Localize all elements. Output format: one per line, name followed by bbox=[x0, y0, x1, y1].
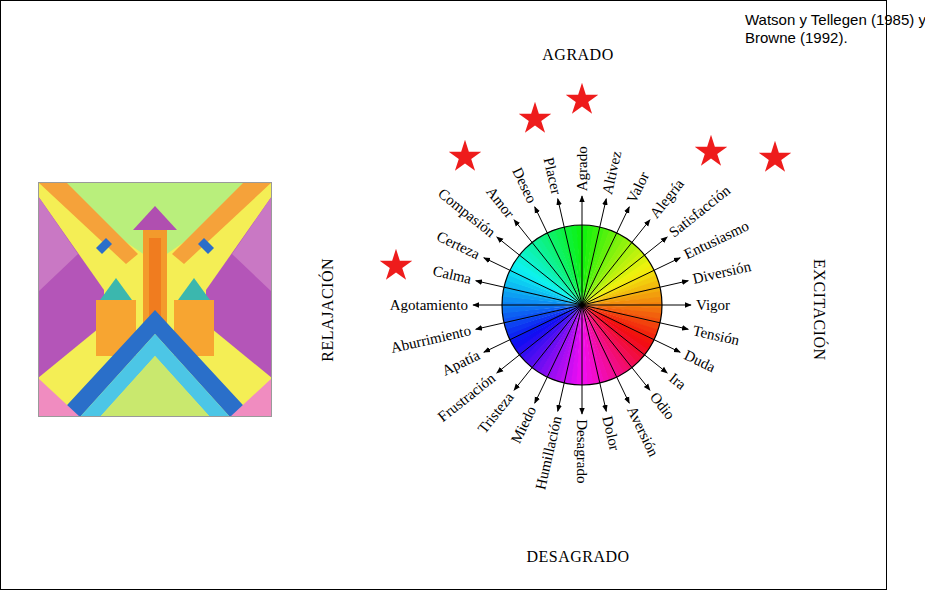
illus-shape bbox=[206, 196, 272, 378]
emotion-arrow bbox=[582, 305, 680, 352]
emotion-arrow bbox=[582, 207, 629, 305]
emotion-label: Valor bbox=[624, 169, 653, 205]
emotion-label: Amor bbox=[483, 183, 518, 221]
emotion-arrow bbox=[582, 305, 606, 411]
emotion-label: Humillación bbox=[532, 414, 565, 491]
emotion-arrow bbox=[484, 305, 582, 352]
red-star bbox=[566, 83, 599, 114]
illus-shape bbox=[80, 334, 230, 417]
red-star bbox=[695, 135, 728, 166]
frame-border bbox=[1, 1, 887, 590]
star-marks bbox=[380, 83, 792, 280]
emotion-label: Deseo bbox=[509, 165, 540, 206]
red-star bbox=[449, 140, 482, 171]
emotion-label: Altivez bbox=[599, 149, 625, 196]
emotion-arrow bbox=[558, 199, 582, 305]
illus-border bbox=[39, 183, 272, 417]
emotion-label: Apatía bbox=[440, 347, 483, 379]
emotion-label: Tensión bbox=[691, 322, 741, 349]
emotion-arrow bbox=[582, 305, 691, 306]
axis-label: AGRADO bbox=[542, 46, 613, 64]
emotion-label: Ira bbox=[666, 370, 689, 393]
illus-shape bbox=[232, 196, 272, 292]
emotion-label: Duda bbox=[681, 347, 717, 376]
red-star bbox=[380, 249, 413, 280]
axis-label: EXCITACIÓN bbox=[810, 259, 828, 360]
emotion-label: Certeza bbox=[434, 228, 482, 263]
emotion-label: Agrado bbox=[574, 146, 591, 191]
emotion-arrow bbox=[582, 258, 680, 305]
illus-shape bbox=[38, 196, 78, 292]
illus-shape bbox=[56, 310, 254, 417]
emotion-label: Odio bbox=[647, 389, 679, 423]
emotion-arrow bbox=[484, 258, 582, 305]
emotion-arrow bbox=[582, 281, 688, 305]
color-wheel bbox=[473, 196, 691, 414]
emotion-arrow bbox=[476, 305, 582, 329]
illus-ground bbox=[38, 182, 272, 417]
emotion-label: Placer bbox=[540, 155, 564, 195]
illus-shape bbox=[100, 278, 132, 300]
emotion-arrow bbox=[582, 196, 583, 305]
axis-label: DESAGRADO bbox=[526, 548, 629, 566]
axis-label: RELAJACIÓN bbox=[319, 258, 337, 362]
emotion-label: Aburrimiento bbox=[389, 322, 472, 356]
illus-shape bbox=[230, 378, 272, 417]
emotion-label: Dolor bbox=[599, 414, 623, 452]
illus-shape bbox=[38, 196, 104, 378]
emotion-label: Calma bbox=[431, 263, 473, 288]
emotion-arrow bbox=[535, 305, 582, 403]
emotion-arrow bbox=[535, 207, 582, 305]
illus-shape bbox=[38, 378, 80, 417]
illus-shape bbox=[178, 278, 210, 300]
emotion-label: Desagrado bbox=[574, 419, 591, 483]
emotion-arrow bbox=[473, 305, 582, 306]
illus-shape bbox=[133, 206, 177, 230]
red-star bbox=[519, 102, 552, 133]
emotion-label: Agotamiento bbox=[390, 297, 468, 314]
citation-note: Watson y Tellegen (1985) y Browne (1992)… bbox=[745, 11, 925, 47]
red-star bbox=[759, 141, 792, 172]
illus-shape bbox=[100, 356, 210, 417]
emotion-label: Miedo bbox=[508, 404, 540, 446]
geometric-illustration bbox=[38, 182, 272, 417]
illus-shape bbox=[96, 238, 112, 254]
emotion-label: Vigor bbox=[696, 297, 730, 314]
illus-shape bbox=[198, 238, 214, 254]
emotion-arrow bbox=[582, 305, 629, 403]
emotion-label: Diversión bbox=[691, 258, 752, 287]
emotion-arrow bbox=[582, 305, 583, 414]
